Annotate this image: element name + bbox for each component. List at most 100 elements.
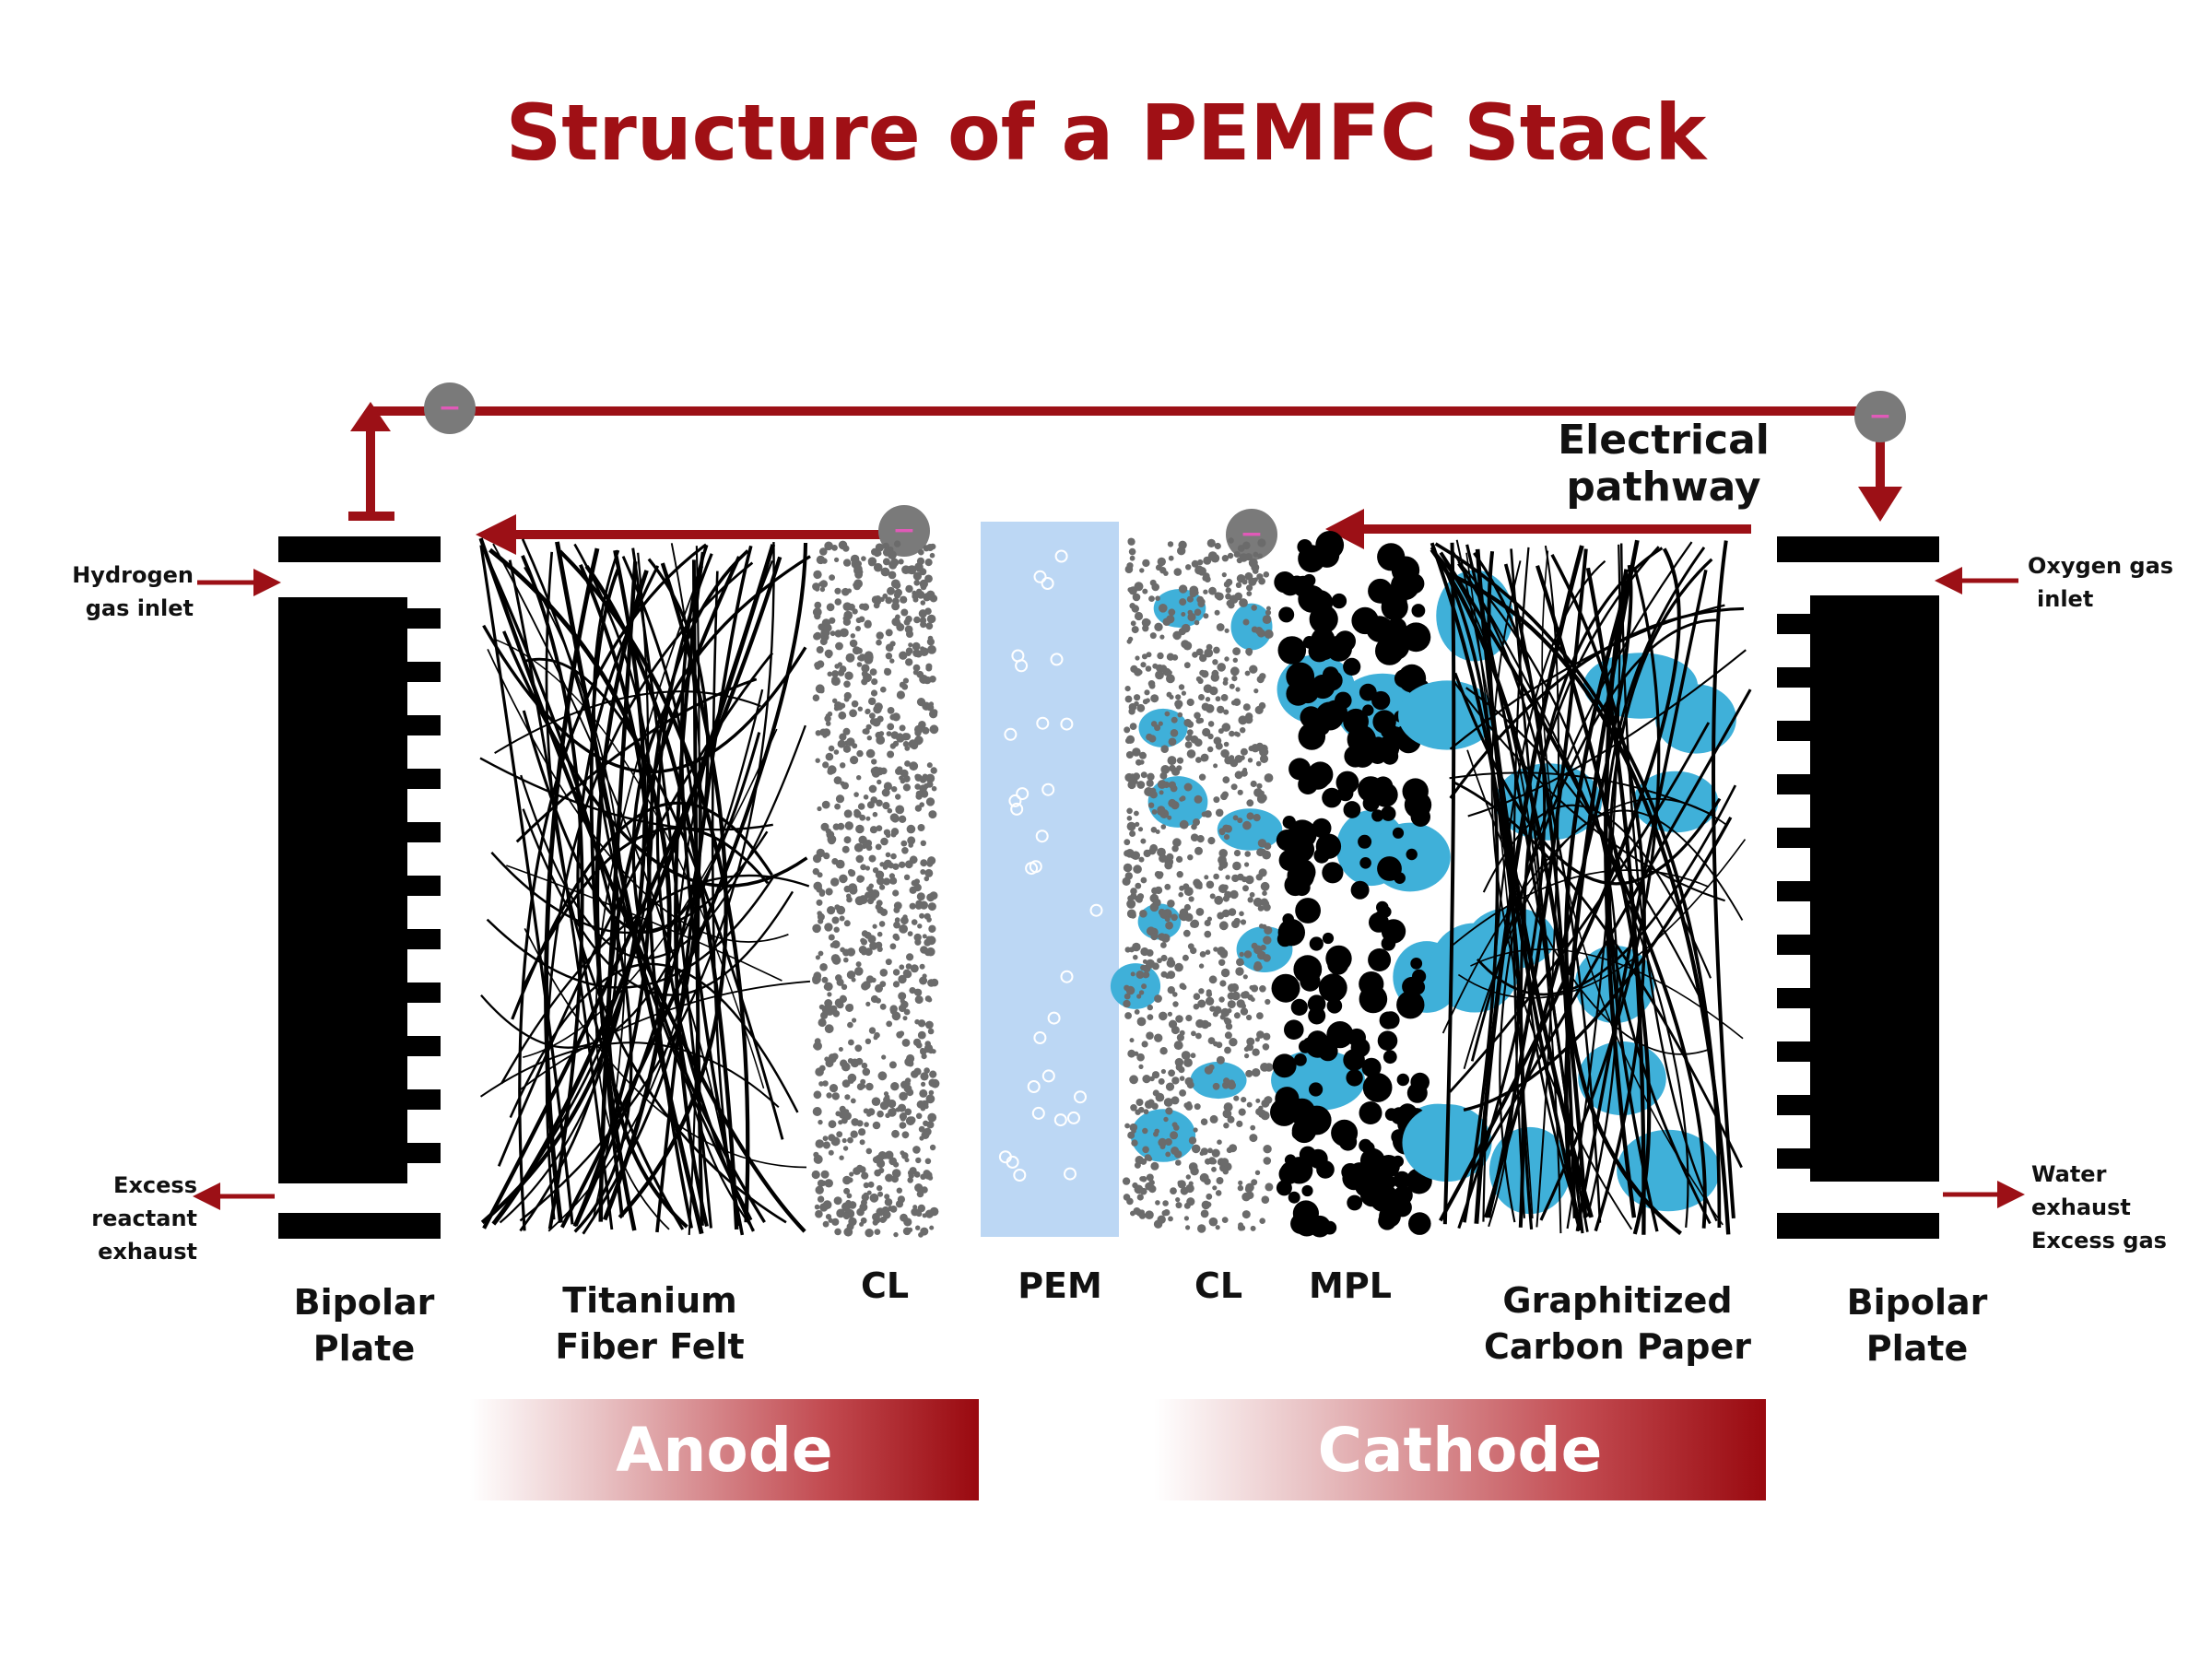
catalyst-particle [1194,712,1201,720]
catalyst-particle [846,1193,853,1199]
catalyst-particle [1246,591,1253,596]
catalyst-particle [901,847,909,854]
catalyst-particle [1243,1046,1250,1053]
catalyst-particle [841,983,848,991]
catalyst-particle [919,963,925,970]
catalyst-particle [1124,695,1133,703]
proton-bubble [1050,653,1064,666]
catalyst-particle [890,828,900,836]
fiber-strand [506,865,782,982]
catalyst-particle [1235,582,1242,588]
catalyst-particle [1170,1187,1177,1194]
catalyst-particle [894,935,900,941]
catalyst-particle [1199,653,1207,663]
carbon-particle [1278,606,1295,623]
catalyst-particle [813,1151,819,1158]
catalyst-particle [1158,1077,1165,1085]
catalyst-particle [815,1185,824,1194]
catalyst-particle [831,955,841,965]
catalyst-particle [1148,735,1157,743]
fiber-strand [525,657,784,1140]
catalyst-particle [889,877,898,885]
catalyst-particle [1201,702,1210,712]
plate-channel-rib [407,1036,441,1056]
catalyst-particle [899,651,908,660]
catalyst-particle [1214,609,1220,616]
catalyst-particle [916,698,926,707]
catalyst-particle [1200,1147,1208,1156]
carbon-particle [1291,1118,1317,1144]
catalyst-particle [1248,558,1258,568]
carbon-fiber [1465,552,1534,1218]
catalyst-particle [877,931,883,937]
carbon-particle [1368,948,1392,971]
catalyst-particle [1126,899,1136,909]
catalyst-particle [1232,698,1241,706]
catalyst-particle [890,558,900,567]
catalyst-particle [863,1108,869,1114]
catalyst-particle [1154,622,1163,631]
catalyst-particle [1160,745,1169,753]
catalyst-particle [1239,553,1249,562]
catalyst-particle [917,1030,926,1040]
catalyst-particle [853,842,864,853]
catalyst-particle [816,848,825,858]
catalyst-particle [1220,749,1230,759]
catalyst-particle [876,543,883,550]
catalyst-particle [1171,1096,1180,1105]
catalyst-particle [916,566,923,572]
catalyst-particle [1155,830,1160,834]
catalyst-particle [1233,850,1241,857]
catalyst-particle [818,1081,824,1087]
catalyst-particle [829,574,835,581]
catalyst-particle [1199,951,1206,958]
catalyst-particle [1232,647,1241,655]
catalyst-particle [926,762,933,769]
catalyst-particle [858,1128,866,1136]
catalyst-particle [926,703,935,712]
catalyst-particle [853,792,859,797]
catalyst-particle [1205,697,1211,702]
catalyst-particle [834,598,842,606]
fiber-strand [492,543,740,1227]
catalyst-particle [877,779,882,785]
catalyst-particle [1180,795,1186,802]
catalyst-particle [1202,727,1211,737]
catalyst-particle [922,790,928,797]
catalyst-particle [1131,851,1140,860]
pem-proton-bubbles [998,549,1103,1182]
carbon-fiber [1476,784,1737,996]
catalyst-particle [1143,1109,1149,1115]
catalyst-particle [1160,853,1167,860]
catalyst-particle [1151,1071,1160,1079]
catalyst-particle [822,1141,831,1149]
catalyst-particle [905,963,912,970]
catalyst-particle [858,835,867,844]
catalyst-particle [850,1130,858,1138]
catalyst-particle [1163,1098,1173,1107]
carbon-particle [1411,604,1426,618]
catalyst-particle [855,626,861,631]
catalyst-particle [864,620,872,629]
catalyst-particle [861,1062,868,1069]
catalyst-particle [919,1088,928,1098]
catalyst-particle [893,1231,899,1238]
carbon-particle [1410,958,1423,970]
catalyst-particle [904,1057,914,1067]
catalyst-particle [1212,1185,1218,1191]
catalyst-particle [924,1158,932,1165]
carbon-particle [1312,818,1332,839]
catalyst-particle [1248,746,1254,752]
catalyst-particle [918,1231,924,1238]
catalyst-particle [913,988,921,996]
catalyst-particle [812,867,819,876]
catalyst-particle [812,1107,822,1116]
catalyst-particle [894,588,902,597]
catalyst-particle [1223,1077,1230,1085]
catalyst-particle [870,796,877,804]
catalyst-particle [1241,991,1250,999]
catalyst-particle [884,1194,890,1200]
catalyst-particle [1211,1148,1220,1158]
catalyst-particle [875,870,885,879]
catalyst-particle [1243,950,1253,959]
